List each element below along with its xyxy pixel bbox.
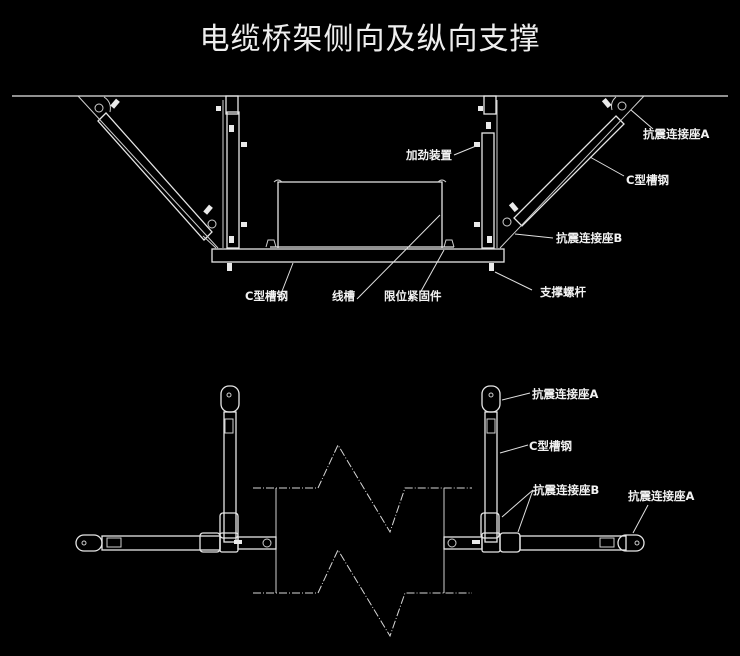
label-c-channel-right: C型槽钢: [626, 173, 669, 187]
drawing-title: 电缆桥架侧向及纵向支撑: [199, 22, 541, 57]
bottom-c-channel: [211, 248, 505, 263]
label-stiffener: 加劲装置: [405, 148, 452, 162]
label-seat-b: 抗震连接座B: [556, 231, 622, 245]
left-rod-end: [227, 263, 232, 271]
left-diagonal-brace: [77, 95, 219, 249]
label-plan-seat-b: 抗震连接座B: [533, 483, 599, 497]
left-vertical-hanger: [216, 95, 247, 249]
right-brace-assembly: [443, 385, 645, 553]
label-plan-seat-a-right: 抗震连接座A: [628, 489, 694, 503]
break-outline: [253, 443, 472, 638]
label-support-rod: 支撑螺杆: [539, 285, 586, 299]
label-c-channel-bottom: C型槽钢: [245, 289, 288, 303]
right-rod-end: [489, 263, 494, 271]
label-seat-a: 抗震连接座A: [643, 127, 709, 141]
left-brace-assembly: [75, 385, 277, 553]
cable-trunking: [265, 179, 455, 248]
plan-view: 抗震连接座A C型槽钢 抗震连接座B 抗震连接座A: [75, 385, 694, 638]
label-plan-seat-a-top: 抗震连接座A: [532, 387, 598, 401]
label-plan-c-channel: C型槽钢: [529, 439, 572, 453]
right-diagonal-brace: [499, 95, 645, 249]
label-trunking: 线槽: [332, 289, 355, 303]
side-view: 抗震连接座A C型槽钢 加劲装置 抗震连接座B C型槽钢 线槽 限位紧固件 支撑…: [12, 95, 728, 303]
label-limit-fastener: 限位紧固件: [384, 289, 442, 303]
right-vertical-hanger: [474, 95, 498, 249]
